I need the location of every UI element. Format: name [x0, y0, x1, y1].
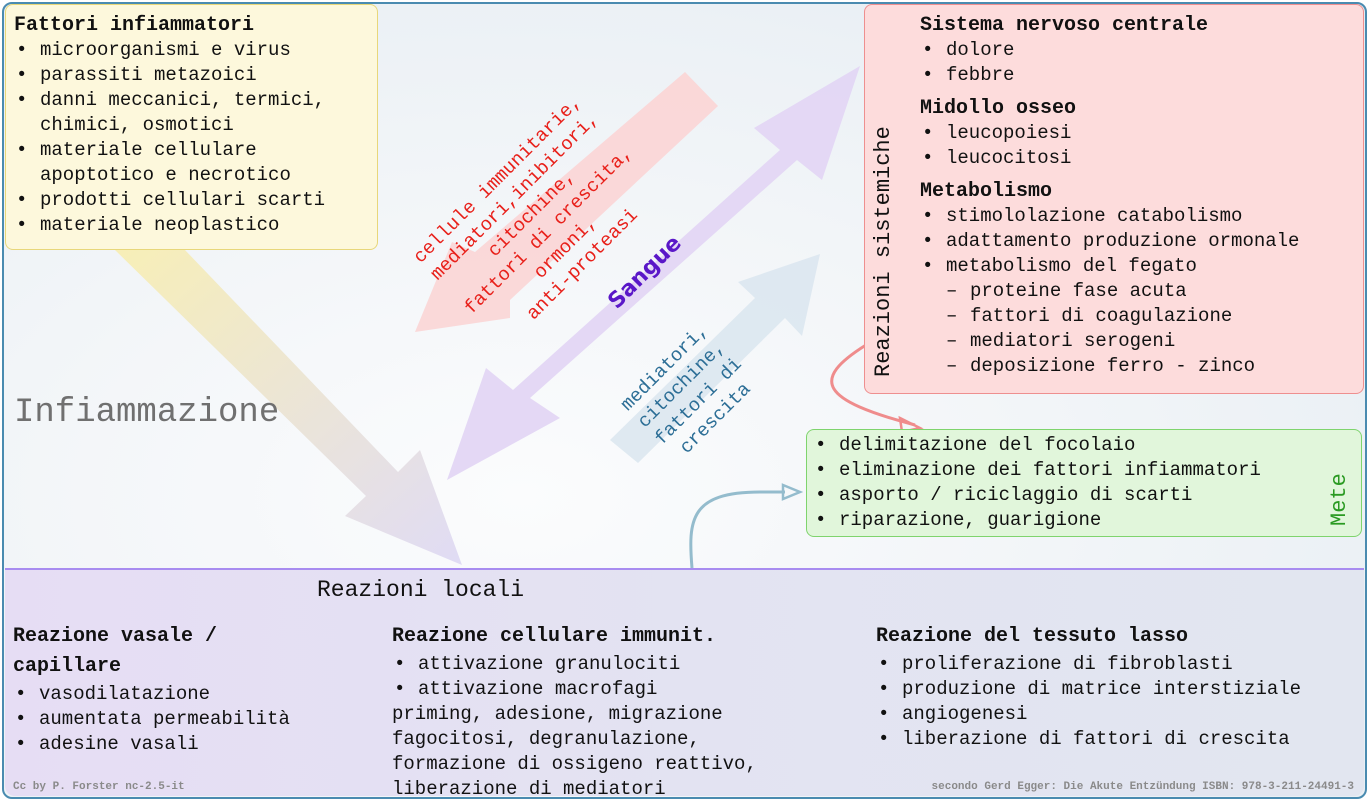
systemic-reactions-box: Reazioni sistemiche Sistema nervoso cent…: [864, 4, 1364, 394]
license-credit: Cc by P. Forster nc-2.5-it: [13, 781, 185, 793]
sub-list-item: proteine fase acuta: [944, 279, 1299, 304]
list-item: delimitazione del focolaio: [813, 433, 1361, 458]
blue-arrowhead-icon: [781, 483, 804, 501]
list-item: prodotti cellulari scarti: [14, 188, 377, 213]
tissue-reaction-column: Reazione del tessuto lasso proliferazion…: [876, 622, 1301, 752]
cellular-reaction-column: Reazione cellulare immunit. attivazione …: [392, 622, 757, 802]
local-reactions-title: Reazioni locali: [317, 577, 525, 603]
list-item: metabolismo del fegato: [920, 254, 1299, 279]
list-item: angiogenesi: [876, 702, 1301, 727]
text-line: fagocitosi, degranulazione,: [392, 728, 700, 750]
list-item: proliferazione di fibroblasti: [876, 652, 1301, 677]
source-credit: secondo Gerd Egger: Die Akute Entzündung…: [931, 781, 1354, 793]
list-item: leucocitosi: [920, 146, 1299, 171]
list-item: adesine vasali: [13, 732, 290, 757]
sub-list-item: fattori di coagulazione: [944, 304, 1299, 329]
list-item: attivazione macrofagi: [392, 677, 757, 702]
section-title: Metabolismo: [920, 180, 1053, 203]
factors-title: Fattori infiammatori: [14, 14, 255, 37]
column-title-cont: capillare: [13, 655, 122, 678]
list-item: dolore: [920, 38, 1299, 63]
inflammatory-factors-box: Fattori infiammatori microorganismi e vi…: [5, 4, 378, 250]
systemic-reactions-label: Reazioni sistemiche: [871, 126, 896, 377]
list-item: asporto / riciclaggio di scarti: [813, 483, 1361, 508]
list-item: microorganismi e virus: [14, 38, 377, 63]
goals-box: delimitazione del focolaio eliminazione …: [806, 429, 1362, 537]
local-to-goals-connector: [689, 490, 785, 569]
list-item: materiale cellulare apoptotico e necroti…: [14, 138, 340, 188]
list-item: attivazione granulociti: [392, 652, 757, 677]
systemic-to-goals-connector: [830, 343, 916, 427]
list-item: vasodilatazione: [13, 682, 290, 707]
section-metabolism: Metabolismo stimololazione catabolismo a…: [920, 179, 1299, 379]
list-item: aumentata permeabilità: [13, 707, 290, 732]
text-line: formazione di ossigeno reattivo,: [392, 753, 757, 775]
list-item: riparazione, guarigione: [813, 508, 1361, 533]
text-line: priming, adesione, migrazione: [392, 703, 723, 725]
list-item: materiale neoplastico: [14, 213, 377, 238]
list-item: eliminazione dei fattori infiammatori: [813, 458, 1361, 483]
factors-to-local-arrow: [115, 250, 462, 565]
section-title: Sistema nervoso centrale: [920, 14, 1209, 37]
list-item: stimololazione catabolismo: [920, 204, 1299, 229]
list-item: adattamento produzione ormonale: [920, 229, 1299, 254]
section-bone-marrow: Midollo osseo leucopoiesi leucocitosi: [920, 96, 1299, 171]
local-reactions-panel: Reazioni locali Reazione vasale / capill…: [5, 568, 1364, 800]
sangue-double-arrow: [447, 66, 860, 480]
list-item: leucopoiesi: [920, 121, 1299, 146]
section-title: Midollo osseo: [920, 97, 1077, 120]
sub-list-item: mediatori serogeni: [944, 329, 1299, 354]
factors-list: microorganismi e virus parassiti metazoi…: [14, 38, 377, 238]
goals-label: Mete: [1327, 473, 1352, 526]
tissue-to-blood-arrow: [610, 254, 820, 463]
list-item: liberazione di fattori di crescita: [876, 727, 1301, 752]
vascular-reaction-column: Reazione vasale / capillare vasodilatazi…: [13, 622, 290, 757]
column-title: Reazione del tessuto lasso: [876, 625, 1189, 648]
list-item: produzione di matrice interstiziale: [876, 677, 1301, 702]
blood-to-tissue-arrow: [415, 72, 718, 332]
text-line: liberazione di mediatori: [392, 778, 666, 800]
column-title: Reazione vasale /: [13, 625, 218, 648]
sub-list-item: deposizione ferro - zinco: [944, 354, 1299, 379]
list-item: febbre: [920, 63, 1299, 88]
section-cns: Sistema nervoso centrale dolore febbre: [920, 13, 1299, 88]
diagram-title: Infiammazione: [14, 394, 280, 432]
list-item: danni meccanici, termici, chimici, osmot…: [14, 88, 370, 138]
list-item: parassiti metazoici: [14, 63, 377, 88]
column-title: Reazione cellulare immunit.: [392, 625, 717, 648]
